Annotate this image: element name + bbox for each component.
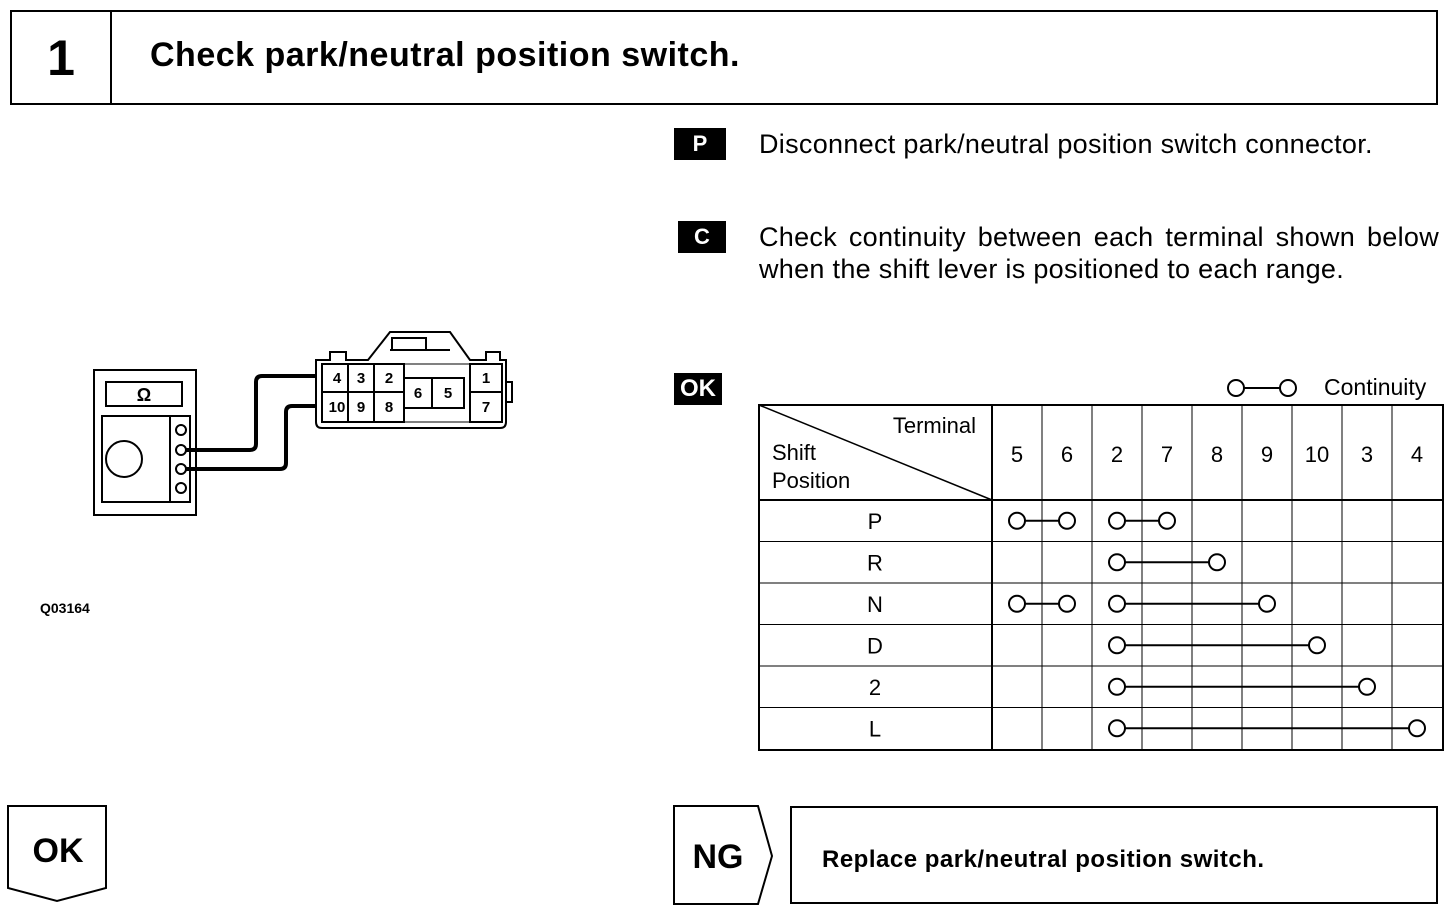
terminal-label-5: 5 (444, 385, 452, 402)
ohmmeter-connector-diagram: Ω 4 3 2 6 5 1 10 9 8 7 (93, 331, 513, 516)
step-number: 1 (12, 12, 112, 103)
continuity-point (1058, 594, 1076, 613)
terminal-label-10: 10 (329, 399, 346, 416)
shift-position-N: N (867, 592, 883, 617)
terminal-label-7: 7 (482, 399, 490, 416)
terminal-header-3: 3 (1361, 442, 1373, 467)
corner-label-position: Position (772, 468, 850, 493)
continuity-point (1008, 594, 1026, 613)
ng-action-box: Replace park/neutral position switch. (790, 806, 1438, 904)
terminal-header-10: 10 (1305, 442, 1329, 467)
shift-position-P: P (868, 509, 883, 534)
shift-position-L: L (869, 716, 881, 741)
terminal-label-8: 8 (385, 399, 393, 416)
ok-marker: OK (674, 373, 722, 405)
continuity-point (1108, 636, 1126, 655)
ng-action-text: Replace park/neutral position switch. (822, 846, 1265, 873)
terminal-label-3: 3 (357, 370, 365, 387)
continuity-point (1108, 677, 1126, 696)
table-border (758, 404, 1444, 751)
continuity-point (1258, 594, 1276, 613)
terminal-header-8: 8 (1211, 442, 1223, 467)
continuity-point (1108, 594, 1126, 613)
ok-result-box: OK (7, 805, 107, 903)
procedure-marker-p: P (674, 128, 726, 160)
step-header: 1 Check park/neutral position switch. (10, 10, 1438, 105)
procedure-text-check: Check continuity between each terminal s… (759, 221, 1439, 285)
terminal-label-1: 1 (482, 370, 490, 387)
continuity-point (1108, 511, 1126, 530)
ng-result-box: NG (673, 805, 774, 905)
procedure-text-disconnect-content: Disconnect park/neutral position switch … (759, 129, 1373, 159)
terminal-label-2: 2 (385, 370, 393, 387)
continuity-point (1408, 719, 1426, 738)
terminal-header-7: 7 (1161, 442, 1173, 467)
continuity-point (1108, 553, 1126, 572)
continuity-point (1108, 719, 1126, 738)
legend-label: Continuity (1324, 374, 1427, 400)
terminal-header-4: 4 (1411, 442, 1423, 467)
terminal-header-9: 9 (1261, 442, 1273, 467)
corner-diagonal (758, 404, 993, 501)
step-title: Check park/neutral position switch. (150, 36, 740, 74)
corner-label-terminal: Terminal (893, 413, 976, 438)
continuity-point (1208, 553, 1226, 572)
ohm-symbol: Ω (137, 385, 151, 405)
procedure-text-check-content: Check continuity between each terminal s… (759, 222, 1439, 284)
shift-position-2: 2 (869, 675, 881, 700)
ng-result-label: NG (693, 838, 744, 876)
continuity-point (1158, 511, 1176, 530)
terminal-label-6: 6 (414, 385, 422, 402)
continuity-point (1308, 636, 1326, 655)
shift-position-R: R (867, 550, 883, 575)
shift-position-D: D (867, 633, 883, 658)
continuity-point (1008, 511, 1026, 530)
terminal-label-4: 4 (333, 370, 342, 387)
continuity-point (1058, 511, 1076, 530)
terminal-header-2: 2 (1111, 442, 1123, 467)
meter-dial (105, 440, 143, 478)
terminal-header-6: 6 (1061, 442, 1073, 467)
figure-code: Q03164 (40, 600, 90, 616)
terminal-label-9: 9 (357, 399, 365, 416)
terminal-header-5: 5 (1011, 442, 1023, 467)
corner-label-shift: Shift (772, 440, 816, 465)
continuity-point (1358, 677, 1376, 696)
continuity-legend-icon (1227, 379, 1297, 397)
ok-result-label: OK (33, 832, 84, 870)
procedure-text-disconnect: Disconnect park/neutral position switch … (759, 128, 1439, 160)
procedure-marker-c: C (678, 221, 726, 253)
